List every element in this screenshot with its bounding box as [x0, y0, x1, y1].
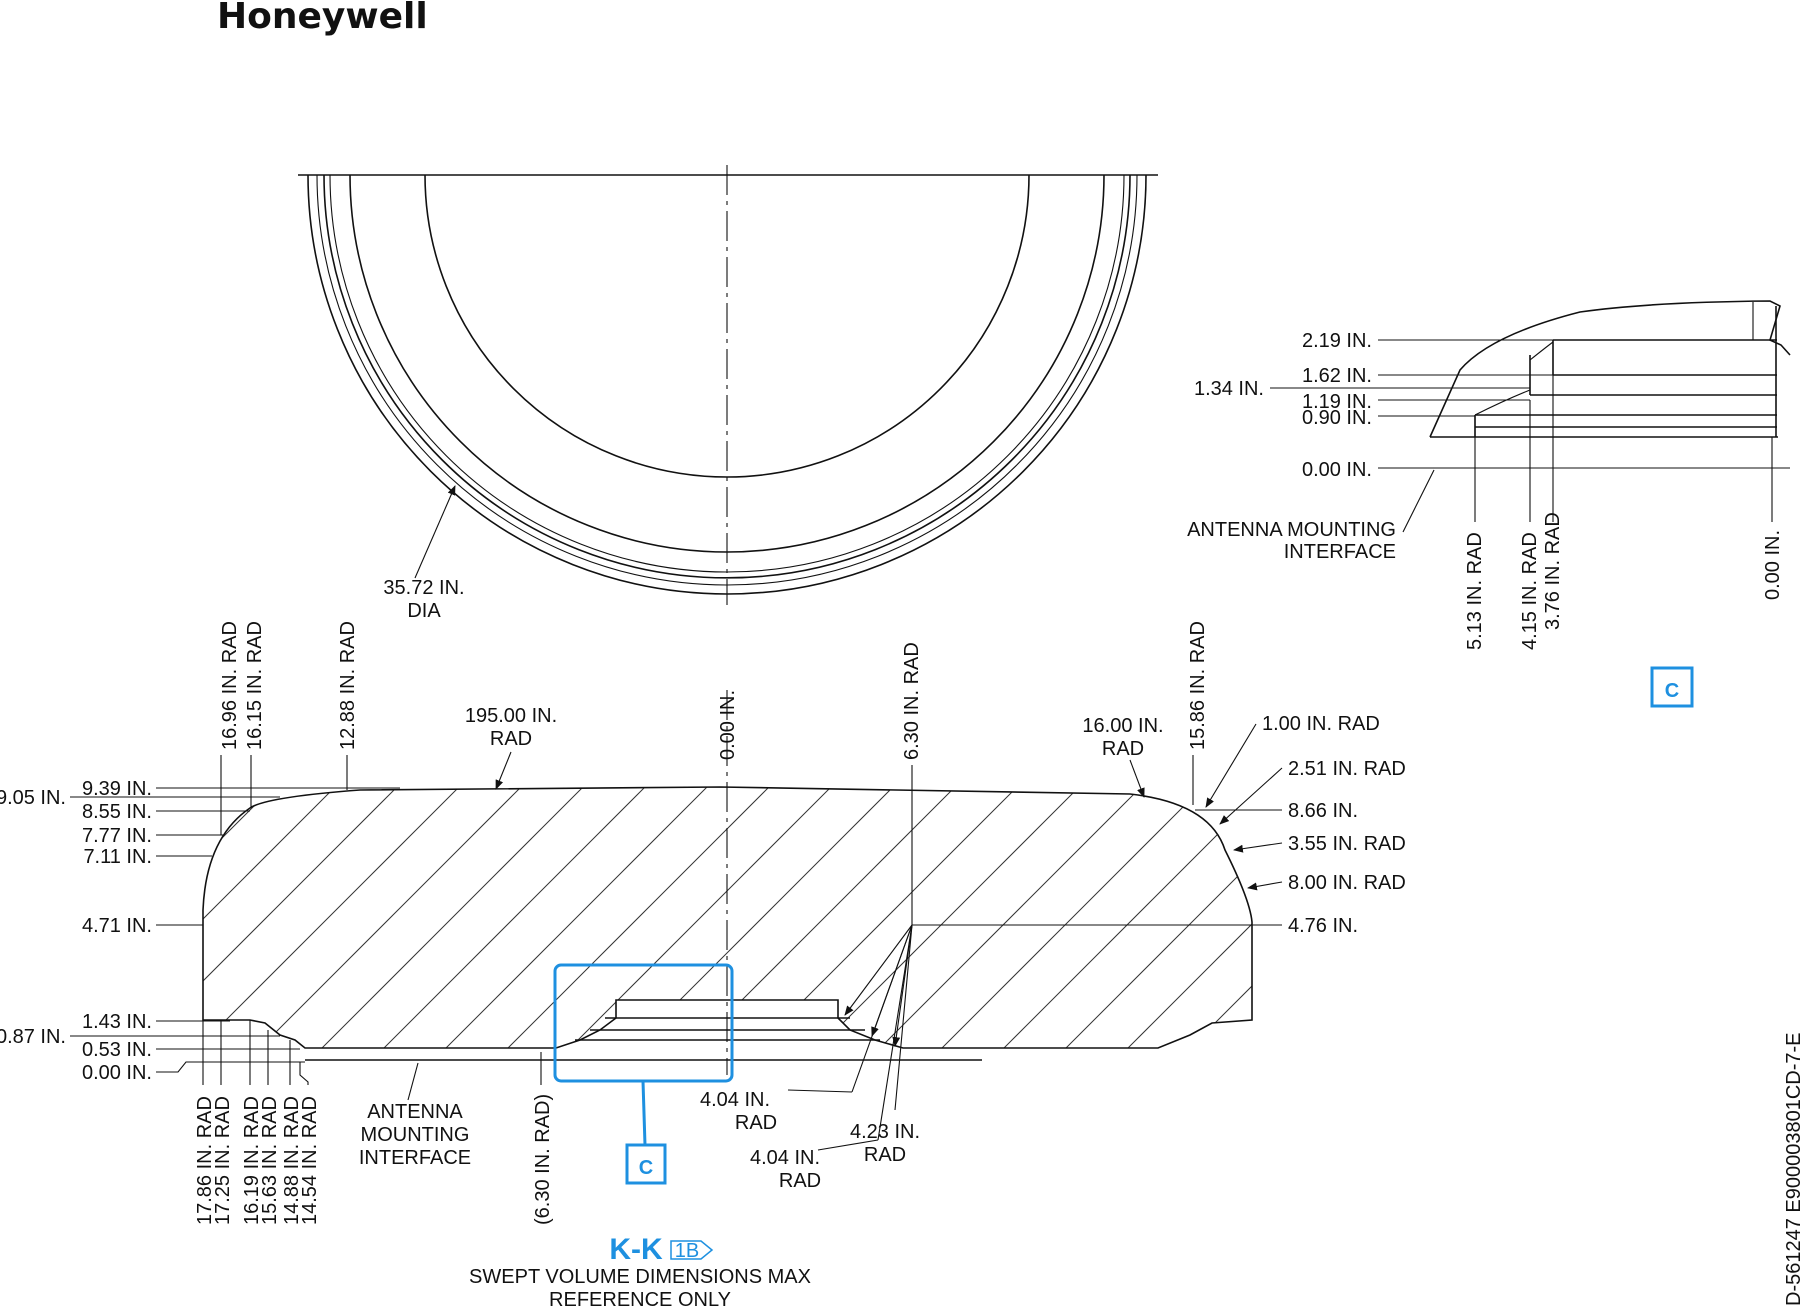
sheet-ref: 1B — [675, 1240, 699, 1262]
hatch-line — [203, 787, 415, 1048]
hatch-line — [203, 787, 353, 1048]
radius-630: 6.30 IN. RAD — [901, 642, 923, 760]
hatch-line — [495, 787, 787, 1048]
hatch-line — [743, 787, 1035, 1048]
diameter-label-suffix: DIA — [407, 600, 441, 622]
detail-c-radius-000: 0.00 IN. — [1762, 530, 1784, 600]
height-000: 0.00 IN. — [82, 1062, 152, 1084]
height-777: 7.77 IN. — [82, 825, 152, 847]
section-view: 9.39 IN. 9.05 IN. 8.55 IN. 7.77 IN. 7.11… — [0, 621, 1778, 1225]
height-087: 0.87 IN. — [0, 1026, 66, 1048]
height-905: 9.05 IN. — [0, 787, 66, 809]
hatch-line — [371, 787, 663, 1048]
radius-1454: 14.54 IN. RAD — [299, 1096, 321, 1225]
detail-c-height-090: 0.90 IN. — [1302, 407, 1372, 429]
height-855: 8.55 IN. — [82, 801, 152, 823]
height-939: 9.39 IN. — [82, 778, 152, 800]
radius-800: 8.00 IN. RAD — [1288, 872, 1406, 894]
height-866: 8.66 IN. — [1288, 800, 1358, 822]
hatch-line — [805, 787, 1097, 1048]
radius-1563: 15.63 IN. RAD — [259, 1096, 281, 1225]
boss-radius-c: 4.23 IN. — [850, 1121, 920, 1143]
sheet-ref-flag — [670, 1240, 714, 1260]
hatch-line — [867, 787, 1159, 1048]
caption-line-1: SWEPT VOLUME DIMENSIONS MAX — [469, 1266, 811, 1288]
detail-c-radius-415: 4.15 IN. RAD — [1519, 532, 1541, 650]
detail-c-height-000: 0.00 IN. — [1302, 459, 1372, 481]
hatch-line — [929, 787, 1221, 1048]
detail-c-interface-label-2: INTERFACE — [1284, 541, 1396, 563]
centerline-label: 0.00 IN. — [717, 690, 739, 760]
radius-251: 2.51 IN. RAD — [1288, 758, 1406, 780]
radius-1786: 17.86 IN. RAD — [194, 1096, 216, 1225]
radius-1725: 17.25 IN. RAD — [212, 1096, 234, 1225]
hatch-line — [557, 787, 849, 1048]
hatch-line — [203, 787, 291, 1048]
radius-355: 3.55 IN. RAD — [1288, 833, 1406, 855]
radome-outline — [202, 786, 1253, 1049]
drawing-id: D-561247 E900003801CD-7-E — [1783, 1032, 1805, 1306]
honeywell-logo: Honeywell — [217, 0, 428, 37]
detail-c-radius-376: 3.76 IN. RAD — [1542, 512, 1564, 630]
section-hatching — [203, 770, 1778, 1060]
section-caption: K-K 1B SWEPT VOLUME DIMENSIONS MAX REFER… — [469, 1233, 811, 1311]
detail-c-radius-513: 5.13 IN. RAD — [1464, 532, 1486, 650]
hatch-line — [619, 787, 911, 1048]
diameter-label: 35.72 IN. — [383, 577, 464, 599]
radius-1288: 12.88 IN. RAD — [337, 621, 359, 750]
reference-radius: (6.30 IN. RAD) — [532, 1094, 554, 1225]
hatch-line — [1053, 787, 1252, 1048]
height-711: 7.11 IN. — [83, 846, 152, 868]
hatch-line — [1177, 787, 1252, 1048]
hatch-line — [433, 787, 725, 1048]
detail-c-height-219: 2.19 IN. — [1302, 330, 1372, 352]
view-name: K-K — [609, 1233, 663, 1266]
detail-c-height-134: 1.34 IN. — [1194, 378, 1264, 400]
radius-1488: 14.88 IN. RAD — [281, 1096, 303, 1225]
hatch-line — [203, 787, 477, 1048]
detail-c-callout-label: C — [1665, 680, 1679, 702]
radius-100: 1.00 IN. RAD — [1262, 713, 1380, 735]
hatch-line — [1239, 787, 1252, 1048]
interface-label: ANTENNA — [367, 1101, 463, 1123]
radius-1619: 16.19 IN. RAD — [241, 1096, 263, 1225]
hatch-line — [991, 787, 1252, 1048]
top-view: 35.72 IN. DIA — [298, 165, 1158, 622]
detail-c-view: 2.19 IN. 1.62 IN. 1.34 IN. 1.19 IN. 0.90… — [1187, 300, 1791, 708]
hatch-line — [1488, 770, 1778, 1060]
shoulder-radius-label: 16.00 IN. — [1082, 715, 1163, 737]
detail-c-height-162: 1.62 IN. — [1302, 365, 1372, 387]
hatch-line — [309, 787, 601, 1048]
radius-1615: 16.15 IN. RAD — [244, 621, 266, 750]
boss-radius-c-suffix: RAD — [864, 1144, 906, 1166]
height-471: 4.71 IN. — [82, 915, 152, 937]
interface-label-3: INTERFACE — [359, 1147, 471, 1169]
shoulder-radius-suffix: RAD — [1102, 738, 1144, 760]
hatch-line — [1426, 770, 1716, 1060]
detail-c-height-119: 1.19 IN. — [1302, 391, 1372, 413]
interface-label-2: MOUNTING — [361, 1124, 470, 1146]
crown-radius-suffix: RAD — [490, 728, 532, 750]
detail-c-callout-box — [1650, 666, 1694, 708]
height-476: 4.76 IN. — [1288, 915, 1358, 937]
crown-radius-label: 195.00 IN. — [465, 705, 557, 727]
detail-c-interface-label: ANTENNA MOUNTING — [1187, 519, 1396, 541]
radius-1696: 16.96 IN. RAD — [219, 621, 241, 750]
height-143: 1.43 IN. — [82, 1011, 152, 1033]
boss-radius-b-suffix: RAD — [779, 1170, 821, 1192]
hatch-line — [1364, 770, 1654, 1060]
caption-line-2: REFERENCE ONLY — [549, 1289, 731, 1311]
section-callout-label: C — [639, 1157, 653, 1179]
hatch-line — [247, 787, 539, 1048]
section-callout-box — [625, 1143, 667, 1185]
hatch-line — [681, 787, 973, 1048]
radius-1586: 15.86 IN. RAD — [1187, 621, 1209, 750]
detail-c-boundary — [553, 963, 734, 1083]
boss-radius-a: 4.04 IN. — [700, 1089, 770, 1111]
hatch-line — [1115, 787, 1252, 1048]
boss-radius-a-suffix: RAD — [735, 1112, 777, 1134]
boss-radius-b: 4.04 IN. — [750, 1147, 820, 1169]
height-053: 0.53 IN. — [82, 1039, 152, 1061]
